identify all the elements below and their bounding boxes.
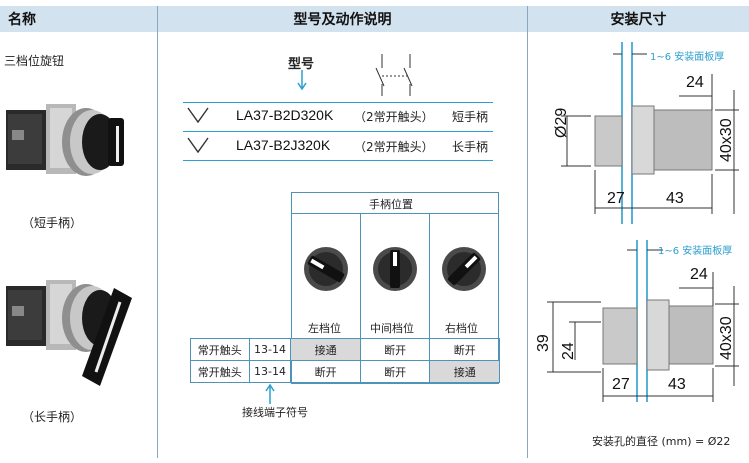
knob-center-position-icon: [373, 247, 417, 291]
selector-switch-long-image: [6, 280, 132, 386]
model-row-divider: [183, 160, 493, 161]
terminal-code: 13-14: [248, 360, 292, 383]
state-cell: 断开: [359, 360, 431, 383]
table-row: 常开触头 13-14 接通 断开 断开: [190, 338, 500, 361]
model-handle-2: 长手柄: [452, 140, 489, 154]
header-name: 名称: [0, 6, 165, 32]
position-title: 手柄位置: [369, 198, 413, 211]
model-arrow-icon: [297, 70, 307, 91]
chevron-down-icon: [187, 107, 209, 124]
column-divider: [527, 6, 528, 458]
state-cell: 断开: [359, 338, 431, 361]
dimension-drawing-bottom: [547, 240, 739, 402]
state-cell: 断开: [429, 338, 500, 361]
header-install: 安装尺寸: [528, 6, 749, 32]
header-model: 型号及动作说明: [158, 6, 527, 32]
contact-table: 常开触头 13-14 接通 断开 断开 常开触头 13-14 断开 断开 接通: [190, 338, 500, 383]
contact-label: 常开触头: [190, 360, 250, 383]
state-cell: 断开: [290, 360, 361, 383]
dim-b: 27: [612, 376, 630, 393]
model-row-divider: [183, 102, 493, 103]
chevron-down-icon: [187, 137, 209, 154]
model-handle-1: 短手柄: [452, 110, 489, 124]
position-frame: [291, 192, 499, 384]
dim-a: 24: [686, 74, 704, 91]
panel-thickness-label: 1~6 安装面板厚: [658, 246, 733, 257]
contact-symbol-icon: [375, 54, 413, 96]
state-cell: 接通: [429, 360, 500, 383]
position-label-right: 右档位: [445, 322, 478, 335]
dim-dia: Ø29: [553, 107, 570, 138]
panel-thickness-label: 1~6 安装面板厚: [650, 52, 725, 63]
state-cell: 接通: [290, 338, 361, 361]
dim-a: 24: [690, 266, 708, 283]
dimension-drawing-top: [561, 42, 739, 224]
position-divider: [429, 213, 430, 384]
column-divider: [157, 6, 158, 458]
product-name: 三档位旋钮: [4, 54, 65, 68]
position-label-center: 中间档位: [370, 322, 414, 335]
dim-h: 40x30: [718, 118, 735, 162]
terminal-note: 接线端子符号: [242, 406, 308, 419]
model-code-2: LA37-B2J320K: [236, 137, 331, 153]
model-row-divider: [183, 131, 493, 132]
model-contacts-1: （2常开触头）: [354, 110, 434, 124]
knob-right-position-icon: [442, 247, 486, 291]
position-label-left: 左档位: [308, 322, 341, 335]
table-row: 常开触头 13-14 断开 断开 接通: [190, 360, 500, 383]
arrow-up-icon: [265, 384, 275, 404]
dim-c: 43: [668, 376, 686, 393]
caption-short-handle: （短手柄）: [22, 216, 83, 230]
model-contacts-2: （2常开触头）: [354, 140, 434, 154]
model-code-1: LA37-B2D320K: [236, 107, 334, 123]
dim-c: 43: [666, 190, 684, 207]
dim-b: 27: [607, 190, 625, 207]
caption-long-handle: （长手柄）: [22, 410, 83, 424]
selector-switch-short-image: [6, 104, 124, 176]
knob-left-position-icon: [304, 247, 348, 291]
model-label: 型号: [288, 57, 315, 72]
dim-h1: 39: [535, 334, 552, 352]
contact-label: 常开触头: [190, 338, 250, 361]
hole-diameter-note: 安装孔的直径 (mm) = Ø22: [592, 435, 731, 448]
position-frame-divider: [291, 213, 499, 214]
dim-h: 40x30: [718, 316, 735, 360]
dim-h2: 24: [560, 342, 577, 360]
terminal-code: 13-14: [248, 338, 292, 361]
position-divider: [360, 213, 361, 384]
